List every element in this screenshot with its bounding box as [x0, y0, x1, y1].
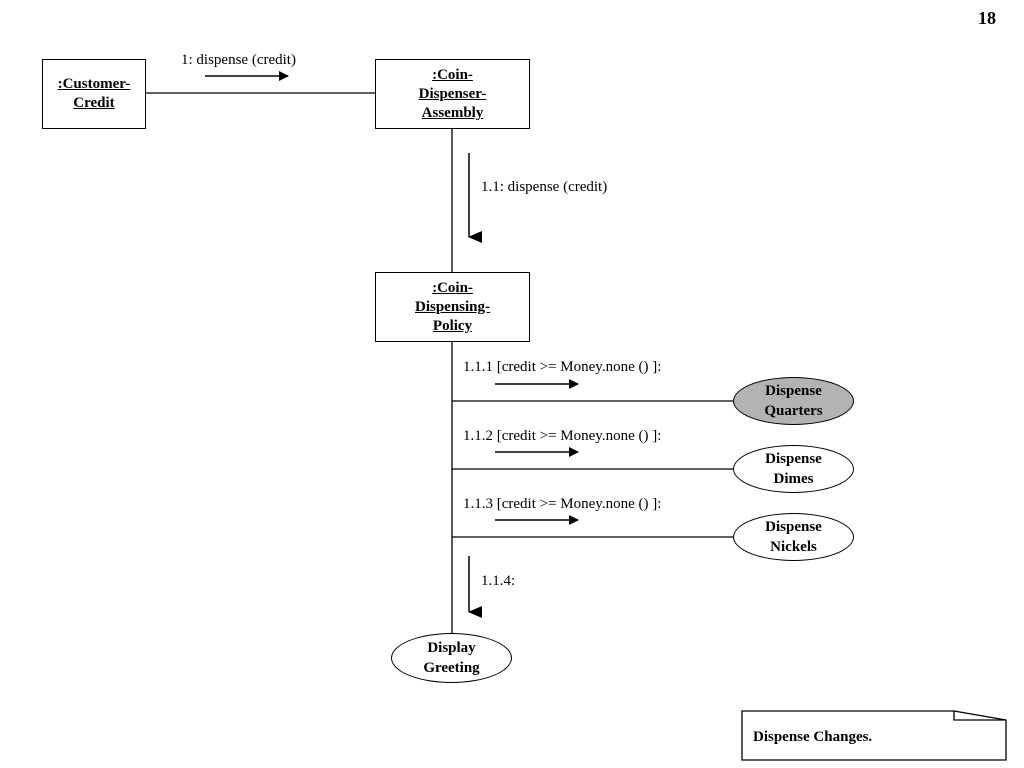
object-label-line-1: :Coin-: [432, 279, 473, 296]
object-label-line-1: :Coin-: [432, 66, 473, 83]
object-label-line-3: Assembly: [421, 104, 484, 121]
action-display-greeting[interactable]: Display Greeting: [391, 633, 512, 683]
action-label-line-1: Dispense: [765, 451, 822, 467]
object-coin-dispensing-policy[interactable]: :Coin- Dispensing- Policy: [375, 272, 530, 342]
object-label-line-2: Credit: [73, 95, 115, 111]
action-label-line-1: Dispense: [765, 383, 822, 399]
action-label-line-2: Dimes: [773, 471, 814, 487]
object-label-line-3: Policy: [432, 317, 473, 334]
action-label-line-2: Greeting: [423, 660, 480, 676]
message-1-1-4-label: 1.1.4:: [481, 573, 515, 589]
action-dispense-dimes[interactable]: Dispense Dimes: [733, 445, 854, 493]
object-label-line-1: :Customer-: [57, 76, 131, 92]
action-label-line-1: Dispense: [765, 519, 822, 535]
object-label-line-2: Dispensing-: [414, 298, 491, 315]
action-dispense-nickels[interactable]: Dispense Nickels: [733, 513, 854, 561]
message-1-label: 1: dispense (credit): [181, 52, 296, 68]
object-customer-credit[interactable]: :Customer- Credit: [42, 59, 146, 129]
action-label-line-2: Quarters: [764, 403, 823, 419]
action-dispense-quarters[interactable]: Dispense Quarters: [733, 377, 854, 425]
page-number: 18: [978, 8, 996, 28]
message-1-1-label: 1.1: dispense (credit): [481, 179, 607, 195]
object-label-line-2: Dispenser-: [418, 85, 487, 102]
action-label-line-1: Display: [427, 640, 476, 656]
note-text: Dispense Changes.: [753, 729, 873, 745]
object-coin-dispenser-assembly[interactable]: :Coin- Dispenser- Assembly: [375, 59, 530, 129]
action-label-line-2: Nickels: [770, 539, 817, 555]
note-fold: [953, 710, 1007, 721]
message-1-1-1-label: 1.1.1 [credit >= Money.none () ]:: [463, 359, 661, 375]
message-1-1-2-label: 1.1.2 [credit >= Money.none () ]:: [463, 428, 661, 444]
message-1-1-3-label: 1.1.3 [credit >= Money.none () ]:: [463, 496, 661, 512]
